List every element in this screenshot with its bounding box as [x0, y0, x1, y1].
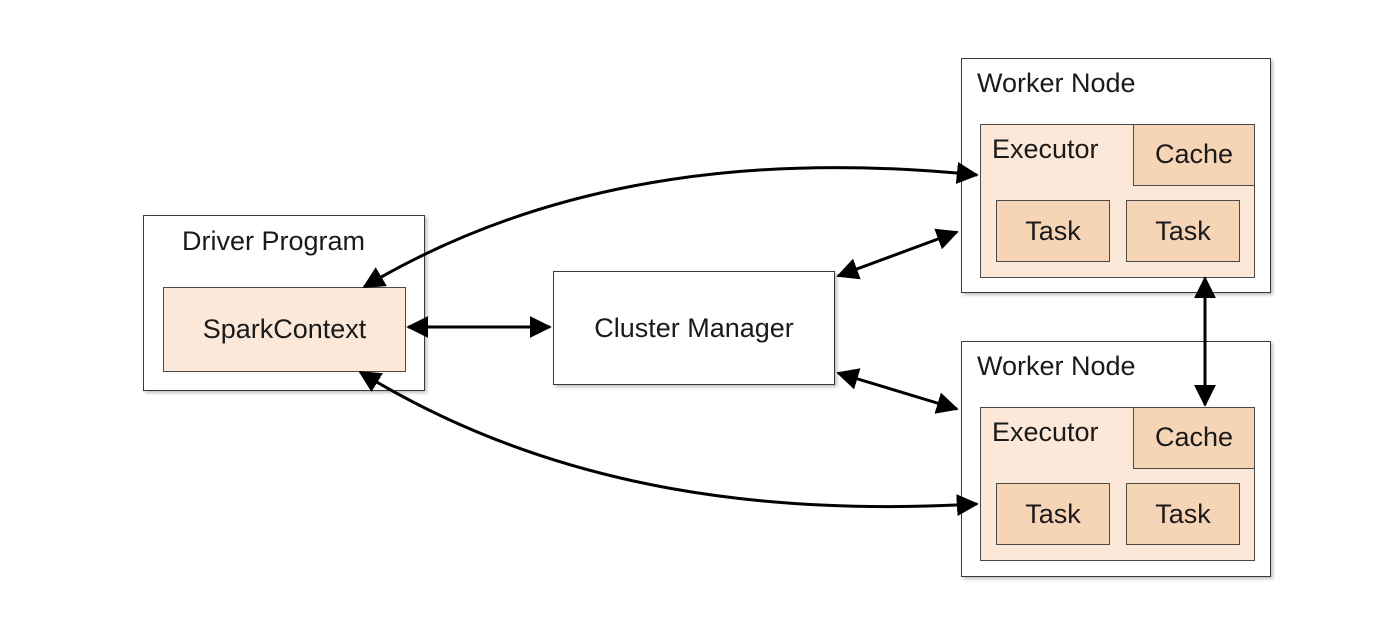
cache-1-box: Cache	[1133, 123, 1255, 186]
worker-node-1: Worker Node Executor Cache Task Task	[961, 58, 1271, 293]
cache-2-box: Cache	[1133, 406, 1255, 469]
worker-node-1-title: Worker Node	[977, 68, 1136, 98]
cluster-manager-box: Cluster Manager	[553, 271, 835, 385]
executor-2-box: Executor Cache Task Task	[980, 406, 1255, 561]
driver-program-title: Driver Program	[182, 226, 366, 256]
executor-1-box: Executor Cache Task Task	[980, 123, 1255, 278]
task-1b-box: Task	[1126, 200, 1240, 262]
executor-1-label: Executor	[992, 134, 1099, 164]
worker-node-2: Worker Node Executor Cache Task Task	[961, 341, 1271, 577]
spark-context-box: SparkContext	[163, 287, 406, 372]
worker-node-2-title: Worker Node	[977, 351, 1136, 381]
arrow-driver-executor2	[358, 370, 979, 517]
executor-2-label: Executor	[992, 417, 1099, 447]
driver-program-box: Driver Program SparkContext	[143, 215, 425, 391]
arrow-driver-executor1	[362, 162, 979, 289]
task-2b-box: Task	[1126, 483, 1240, 545]
task-2a-box: Task	[996, 483, 1110, 545]
task-1a-box: Task	[996, 200, 1110, 262]
arrow-cluster-worker2	[836, 368, 959, 414]
arrow-cluster-worker1	[836, 228, 959, 280]
